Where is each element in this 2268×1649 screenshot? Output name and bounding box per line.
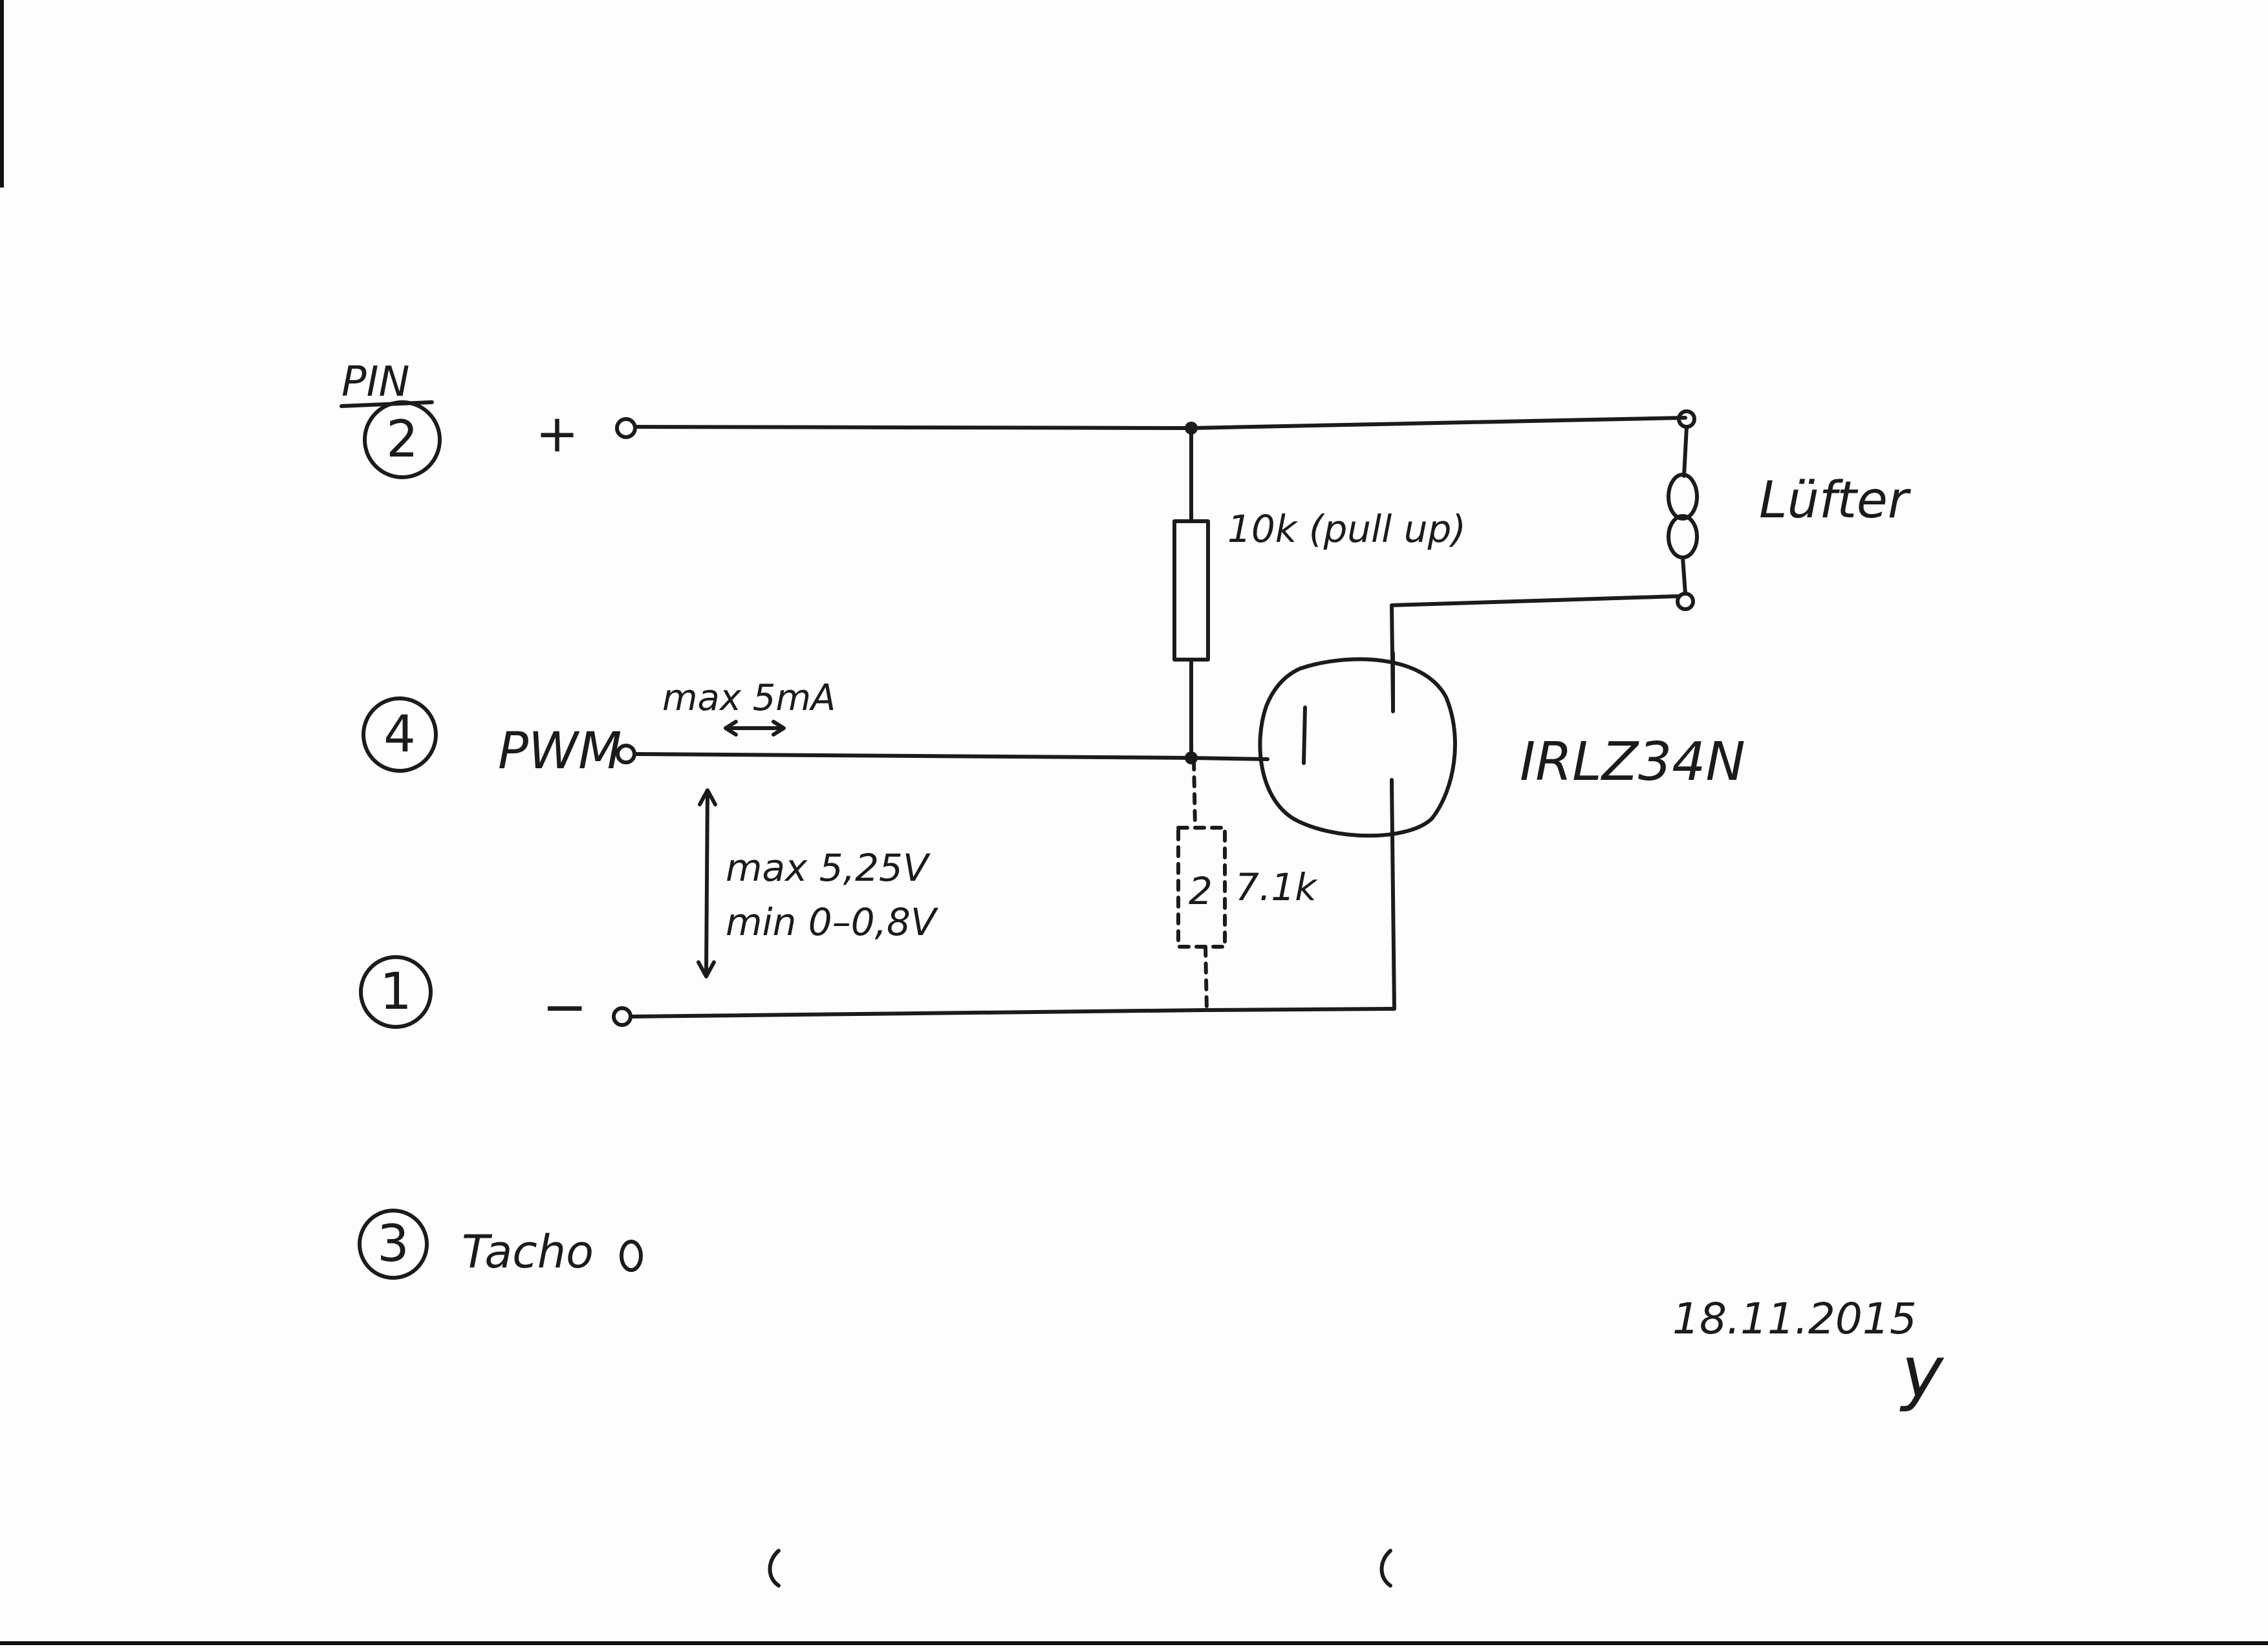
pullup-resistor [1172, 519, 1210, 662]
pin-1-label: − [542, 975, 587, 1039]
pin-1-row: 1 − [359, 955, 632, 1039]
pin-1-number: 1 [380, 963, 412, 1021]
pulldown-lead-top [1192, 759, 1197, 830]
scan-edge-left [0, 0, 4, 188]
mosfet-label: IRLZ34N [1520, 731, 1745, 793]
pin-3-terminal [620, 1240, 643, 1272]
pin-2-circle [363, 400, 442, 479]
fan-lead-top [1682, 425, 1689, 478]
pulldown-lead-bottom [1204, 945, 1209, 1012]
current-limit-annotation: max 5mA [662, 677, 836, 719]
wiring: 10k (pull up) 2 7.1k Lüfter [629, 409, 1912, 1018]
fan-coil-upper [1667, 473, 1699, 521]
fan-lead-bottom [1681, 555, 1687, 596]
pin-2-terminal [615, 417, 637, 439]
voltage-arrowhead-bottom [697, 960, 716, 978]
scan-edge-bottom [0, 1641, 2268, 1645]
pin-4-row: 4 PWM [362, 696, 636, 781]
annotations: max 5mA max 5,25V min 0–0,8V [662, 677, 939, 978]
scan-mark-right [1379, 1549, 1392, 1588]
voltage-min-annotation: min 0–0,8V [726, 900, 939, 944]
fan-terminal-bottom [1676, 592, 1695, 611]
current-limit-arrow [724, 720, 786, 737]
voltage-arrowhead-top [698, 788, 717, 806]
pulldown-marker: 2 [1189, 869, 1213, 913]
pin-heading: PIN [341, 358, 409, 406]
pin-2-number: 2 [386, 411, 418, 469]
pin-3-label: Tacho [462, 1225, 594, 1278]
pin-4-circle [362, 696, 438, 773]
pin-1-circle [359, 955, 433, 1029]
mosfet-gate-plate [1302, 706, 1307, 765]
fan-label: Lüfter [1759, 471, 1912, 530]
pin-4-label: PWM [498, 722, 621, 781]
fan-coil-lower [1667, 514, 1699, 559]
pin-3-circle [358, 1209, 429, 1280]
scan-mark-left [768, 1549, 781, 1588]
drain-wire [1390, 594, 1679, 707]
mosfet-source [1390, 778, 1396, 1011]
voltage-max-annotation: max 5,25V [726, 846, 931, 890]
mosfet-irlz34n: IRLZ34N [1258, 651, 1745, 1011]
pin-3-number: 3 [377, 1215, 409, 1273]
negative-rail [629, 1007, 1396, 1018]
positive-rail [633, 416, 1687, 430]
pullup-resistor-label: 10k (pull up) [1227, 507, 1466, 551]
signature: y [1899, 1331, 1945, 1414]
pin-2-label: + [535, 404, 579, 464]
footer: 18.11.2015 y [1672, 1294, 1945, 1414]
pin-3-row: 3 Tacho [358, 1209, 643, 1280]
pulldown-resistor-label: 7.1k [1235, 865, 1318, 909]
date-text: 18.11.2015 [1672, 1294, 1917, 1344]
pulldown-resistor [1176, 826, 1227, 949]
pin-4-number: 4 [383, 706, 416, 764]
pwm-line [633, 752, 1269, 761]
voltage-arrow [704, 790, 709, 977]
pin-2-row: 2 + [363, 400, 637, 479]
mosfet-body [1258, 657, 1457, 838]
pin-1-terminal [612, 1006, 632, 1027]
